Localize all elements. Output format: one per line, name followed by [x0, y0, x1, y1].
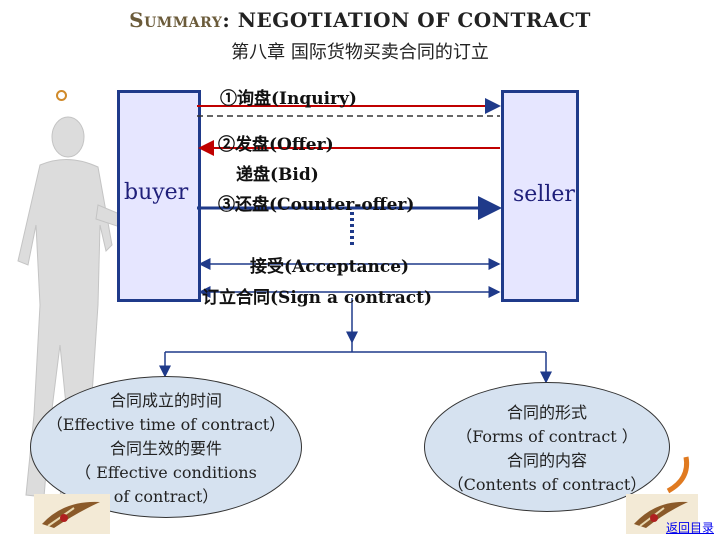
- buyer-box: [117, 90, 201, 302]
- seller-box: [501, 90, 579, 302]
- forms-contents-node: 合同的形式 （Forms of contract ） 合同的内容 （Conten…: [424, 382, 670, 512]
- inquiry-label: ①询盘(Inquiry): [220, 89, 357, 109]
- bullet-circle-icon: [56, 90, 67, 101]
- title-colon: :: [222, 8, 231, 32]
- quill-pen-icon: [626, 494, 698, 534]
- right-topic-line4: （Contents of contract）: [447, 475, 647, 494]
- decorative-curve-icon: [666, 456, 690, 494]
- right-topic-line1: 合同的形式: [506, 403, 587, 422]
- seller-label: seller: [513, 182, 575, 207]
- page-title: SUMMARY: NEGOTIATION OF CONTRACT: [0, 8, 720, 32]
- right-topic-line3: 合同的内容: [506, 451, 587, 470]
- acceptance-label: 接受(Acceptance): [250, 257, 410, 277]
- title-lead-letter: S: [129, 8, 145, 32]
- title-lead-rest: UMMARY: [144, 15, 223, 31]
- right-topic-line2: （Forms of contract ）: [456, 427, 638, 446]
- quill-pen-icon: [34, 494, 110, 534]
- left-topic-line5: of contract）: [113, 487, 219, 506]
- back-to-contents-link[interactable]: 返回目录: [665, 521, 714, 535]
- page-subtitle: 第八章 国际货物买卖合同的订立: [231, 42, 489, 63]
- offer-label: ②发盘(Offer): [218, 135, 334, 155]
- left-topic-line3: 合同生效的要件: [109, 439, 222, 458]
- counter-offer-label: ③还盘(Counter-offer): [218, 195, 415, 215]
- title-main: NEGOTIATION OF CONTRACT: [230, 8, 591, 32]
- left-topic-line1: 合同成立的时间: [109, 391, 222, 410]
- bid-label: 递盘(Bid): [236, 165, 319, 185]
- left-topic-line4: （ Effective conditions: [75, 463, 257, 482]
- buyer-label: buyer: [124, 180, 189, 205]
- sign-contract-label: 订立合同(Sign a contract): [202, 288, 432, 308]
- left-topic-line2: （Effective time of contract）: [46, 415, 286, 434]
